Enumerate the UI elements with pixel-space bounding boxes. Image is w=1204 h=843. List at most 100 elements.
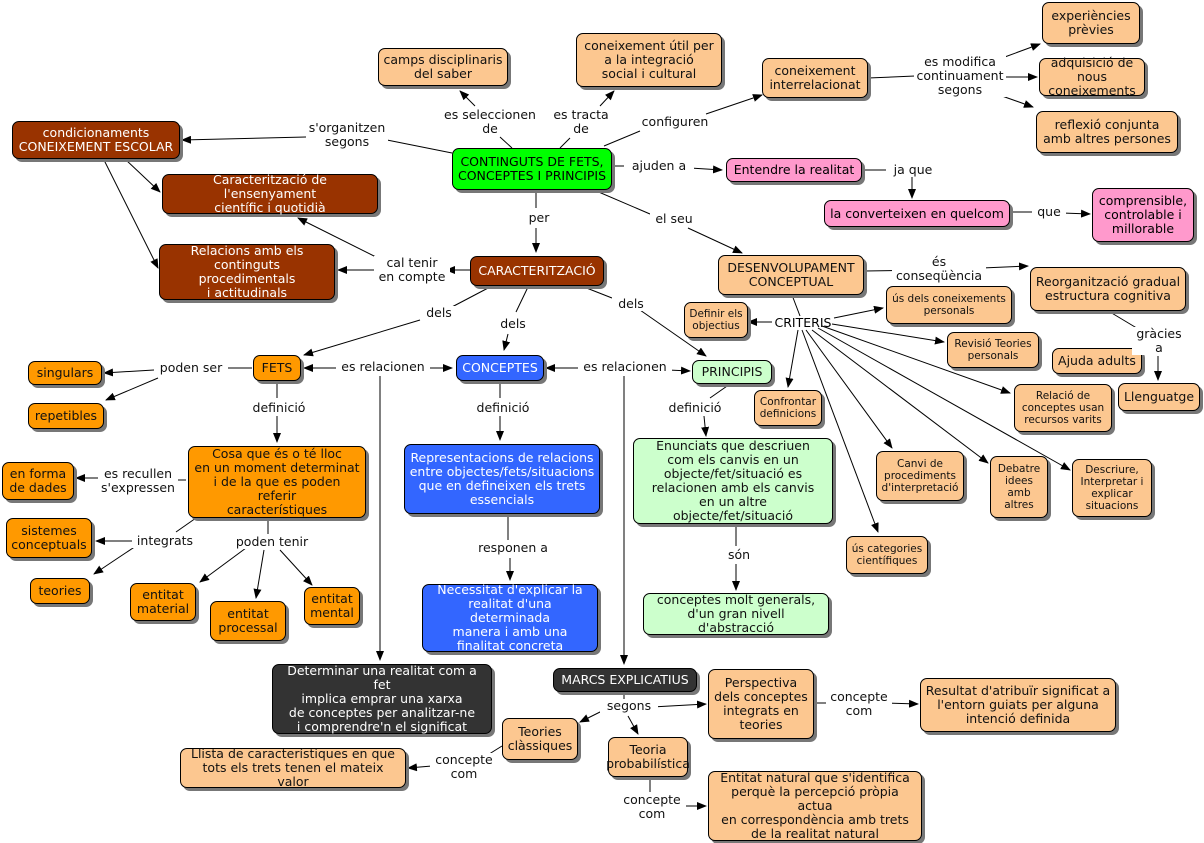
link-consequencia-reorganitzacio [981,262,1029,271]
node-condicionaments[interactable]: condicionaments CONEIXEMENT ESCOLAR [12,121,180,159]
node-us-coneixements[interactable]: ús dels coneixements personals [886,286,1012,324]
label-dels-3: dels [612,297,650,311]
node-conceptes[interactable]: CONCEPTES [456,355,544,381]
node-adquisicio[interactable]: adquisició de nous coneixements [1039,56,1145,98]
link-dels-conceptes [502,333,511,351]
node-teoria-probabilistica[interactable]: Teoria probabilística [606,737,690,777]
node-continguts[interactable]: CONTINGUTS DE FETS, CONCEPTES I PRINCIPI… [452,148,612,190]
node-llista[interactable]: Llista de característiques en que tots e… [180,747,406,789]
link-concepte-llista [407,763,433,772]
link-poden-tenir-processal [253,549,265,599]
node-singulars[interactable]: singulars [28,361,102,385]
label-integrats: integrats [132,534,198,548]
node-criteris[interactable]: CRITERIS [774,315,832,330]
link-principis-definicio [709,383,731,399]
link-dels-principis [639,309,707,357]
label-es-modifica: es modifica continuament segons [914,55,1006,97]
node-en-forma[interactable]: en forma de dades [2,462,74,500]
node-relacio-conceptes[interactable]: Relació de conceptes usan recursos varit… [1014,384,1112,432]
label-gracies-a: gràcies a [1132,327,1186,355]
link-poden-tenir-mental [279,549,313,586]
node-entitat-material[interactable]: entitat material [130,583,196,621]
link-que-comprensible [1061,209,1091,218]
node-resultat[interactable]: Resultat d'atribuïr significat a l'entor… [920,678,1116,732]
node-experiencies[interactable]: experiències prèvies [1042,2,1140,44]
node-converteixen[interactable]: la converteixen en quelcom [824,200,1010,227]
label-es-recullen: es recullen s'expressen [98,467,178,495]
node-camps[interactable]: camps disciplinaris del saber [378,48,508,86]
node-desenvolupament[interactable]: DESENVOLUPAMENT CONCEPTUAL [718,255,864,295]
node-enunciats[interactable]: Enunciats que descriuen com els canvis e… [633,438,833,524]
link-configuren-interrelacionat [705,94,763,115]
node-llenguatge[interactable]: Llenguatge [1118,383,1200,411]
node-determinar[interactable]: Determinar una realitat com a fet implic… [272,664,492,734]
link-poden-ser-singulars [103,368,155,377]
link-segons-teoria-prob [627,715,639,735]
node-entitat-mental[interactable]: entitat mental [304,587,360,625]
node-coneixement-interrelacionat[interactable]: coneixement interrelacionat [762,58,868,98]
node-necessitat[interactable]: Necessitat d'explicar la realitat d'una … [422,583,598,653]
node-cosa-que[interactable]: Cosa que és o té lloc en un moment deter… [188,446,366,518]
label-concepte-com-1: concepte com [826,690,892,718]
node-confrontar[interactable]: Confrontar definicions [754,390,822,426]
label-es-relacionen-1: es relacionen [336,360,430,374]
node-definir[interactable]: Definir els objectius [684,302,748,338]
label-responen-a: responen a [472,541,554,555]
label-es-relacionen-2: es relacionen [578,360,672,374]
node-perspectiva[interactable]: Perspectiva dels conceptes integrats en … [708,669,814,739]
label-concepte-com-3: concepte com [618,793,686,821]
link-modifica-reflexio [1001,95,1034,108]
link-ajuden-entendre [689,165,723,174]
label-definicio-1: definició [246,401,312,415]
link-continguts-configuren [603,130,641,147]
link-es-tracta-coneixement-util [599,90,615,107]
node-entitat-processal[interactable]: entitat processal [210,601,286,641]
label-son: són [722,548,756,562]
node-canvi[interactable]: Canvi de procediments d'interpretació [876,451,964,501]
node-sistemes[interactable]: sistemes conceptuals [6,518,92,558]
node-caracteritzacio[interactable]: CARACTERITZACIÓ [470,256,604,286]
node-debatre[interactable]: Debatre idees amb altres [990,456,1048,518]
link-poden-ser-repetibles [105,377,159,401]
node-caracteritzacio-ensenyament[interactable]: Caracterització de l'ensenyament científ… [162,173,378,215]
node-entitat-natural[interactable]: Entitat natural que s'identifica perquè … [708,771,922,841]
link-cosa-integrats [175,517,197,533]
link-condicionaments-relacions [103,159,159,269]
node-ajuda-adults[interactable]: Ajuda adults [1052,348,1142,374]
label-es-consequencia: és conseqüència [892,255,986,283]
link-continguts-el-seu [593,189,651,215]
label-definicio-3: definició [662,401,728,415]
node-principis[interactable]: PRINCIPIS [692,360,772,384]
node-revisio[interactable]: Revisió Teories personals [947,332,1039,368]
label-el-seu: el seu [650,212,698,226]
label-ajuden-a: ajuden a [624,159,694,173]
node-coneixement-util[interactable]: coneixement útil per a la integració soc… [576,33,722,87]
node-descriure[interactable]: Descriure, Interpretar i explicar situac… [1072,459,1152,517]
link-criteris-confrontar [785,329,799,388]
node-repetibles[interactable]: repetibles [28,403,104,429]
link-caracteritzacio-dels-2 [515,286,529,313]
link-desenvolupament-criteris [791,294,801,317]
node-marcs[interactable]: MARCS EXPLICATIUS [553,668,697,692]
node-teories-classiques[interactable]: Teories clàssiques [502,718,578,760]
node-comprensible[interactable]: comprensible, controlable i millorable [1092,188,1194,242]
node-teories[interactable]: teories [30,578,90,604]
link-caracteritzacio-dels-1 [449,286,491,309]
link-segons-perspectiva [651,700,707,709]
link-poden-tenir-material [199,547,247,583]
node-fets[interactable]: FETS [253,355,301,381]
node-conceptes-generals[interactable]: conceptes molt generals, d'un gran nivel… [643,593,829,635]
node-representacions[interactable]: Representacions de relacions entre objec… [404,444,600,514]
link-dels-fets [303,319,421,357]
label-cal-tenir: cal tenir en compte [374,256,450,284]
label-es-tracta: es tracta de [548,108,614,136]
node-relacions[interactable]: Relacions amb els continguts procediment… [159,244,335,300]
link-condicionaments-ensenyament [125,159,161,193]
node-entendre[interactable]: Entendre la realitat [726,158,862,182]
node-reorganitzacio[interactable]: Reorganització gradual estructura cognit… [1030,267,1186,311]
node-us-categories[interactable]: ús categories científiques [846,536,928,574]
link-criteris-revisio [831,323,945,345]
link-criteris-relacio [821,325,1011,394]
node-reflexio[interactable]: reflexió conjunta amb altres persones [1036,111,1178,153]
